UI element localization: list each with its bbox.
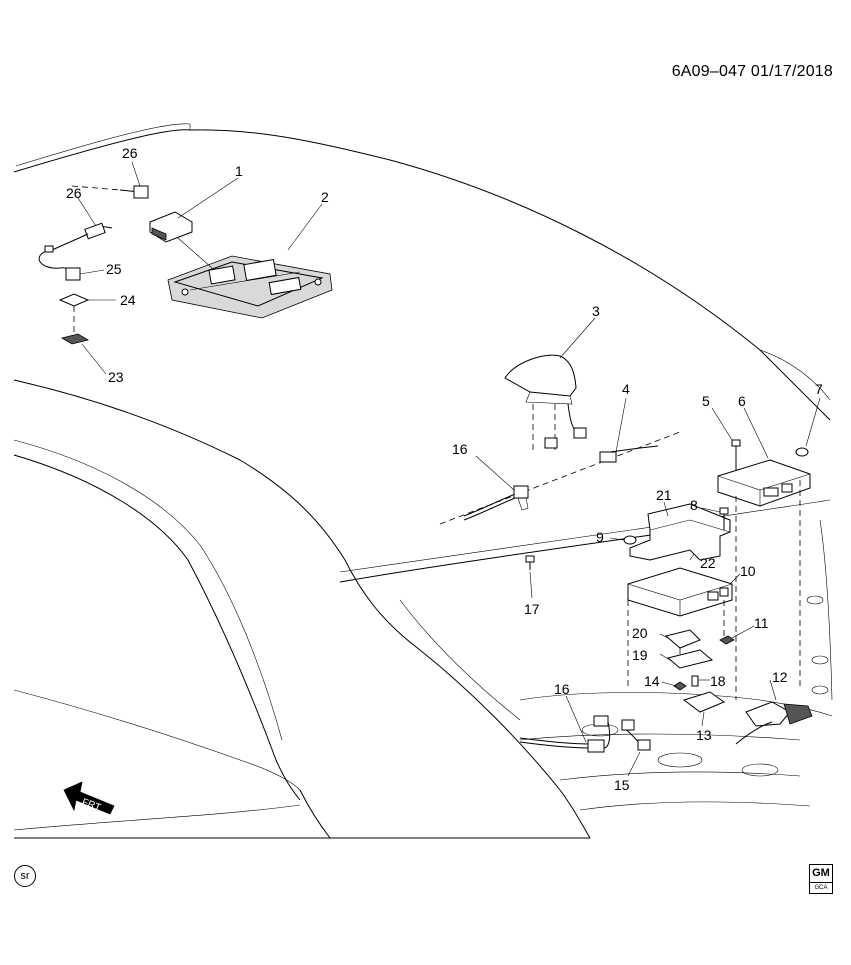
callout-12: 12 [772, 669, 788, 685]
gm-logo-text: GM [812, 867, 830, 879]
front-direction-marker: FRT [63, 781, 115, 815]
upper-module-6 [717, 439, 811, 700]
callout-23: 23 [108, 369, 124, 385]
bracket-and-module-10 [525, 503, 735, 713]
callout-9: 9 [596, 529, 604, 545]
sr-badge-icon: sr [14, 865, 36, 887]
overhead-console-assembly [149, 211, 333, 319]
callout-16-antenna: 16 [452, 441, 468, 457]
vehicle-body-outline [13, 123, 833, 839]
callout-11: 11 [754, 615, 769, 631]
callout-4: 4 [622, 381, 630, 397]
callout-22: 22 [700, 555, 716, 571]
front-arrow-icon [63, 781, 115, 815]
callout-2: 2 [321, 189, 329, 205]
callout-15: 15 [614, 777, 630, 793]
callout-20: 20 [632, 625, 648, 641]
callout-1: 1 [235, 163, 243, 179]
gm-logo-icon: GM GCA [809, 864, 833, 894]
roof-antenna-assembly [439, 354, 681, 525]
callout-labels: 1 2 3 4 5 6 7 8 9 10 11 12 13 14 15 16 1… [66, 145, 823, 793]
callout-17: 17 [524, 601, 540, 617]
diagram-reference-code: 6A09–047 01/17/2018 [671, 63, 833, 80]
callout-7: 7 [815, 381, 823, 397]
callout-21: 21 [656, 487, 672, 503]
callout-5: 5 [702, 393, 710, 409]
callout-14: 14 [644, 673, 660, 689]
callout-16-lower: 16 [554, 681, 570, 697]
callout-26-upper: 26 [122, 145, 138, 161]
callout-26-lower: 26 [66, 185, 82, 201]
callout-25: 25 [106, 261, 122, 277]
callout-24: 24 [120, 292, 136, 308]
callout-3: 3 [592, 303, 600, 319]
lower-harness-assembly [519, 701, 813, 753]
lamp-harness-assembly [38, 185, 149, 345]
leader-lines [77, 161, 821, 777]
callout-10: 10 [740, 563, 756, 579]
callout-8: 8 [690, 497, 698, 513]
callout-18: 18 [710, 673, 726, 689]
callout-19: 19 [632, 647, 648, 663]
callout-6: 6 [738, 393, 746, 409]
gm-logo-subtext: GCA [810, 882, 832, 891]
callout-13: 13 [696, 727, 712, 743]
